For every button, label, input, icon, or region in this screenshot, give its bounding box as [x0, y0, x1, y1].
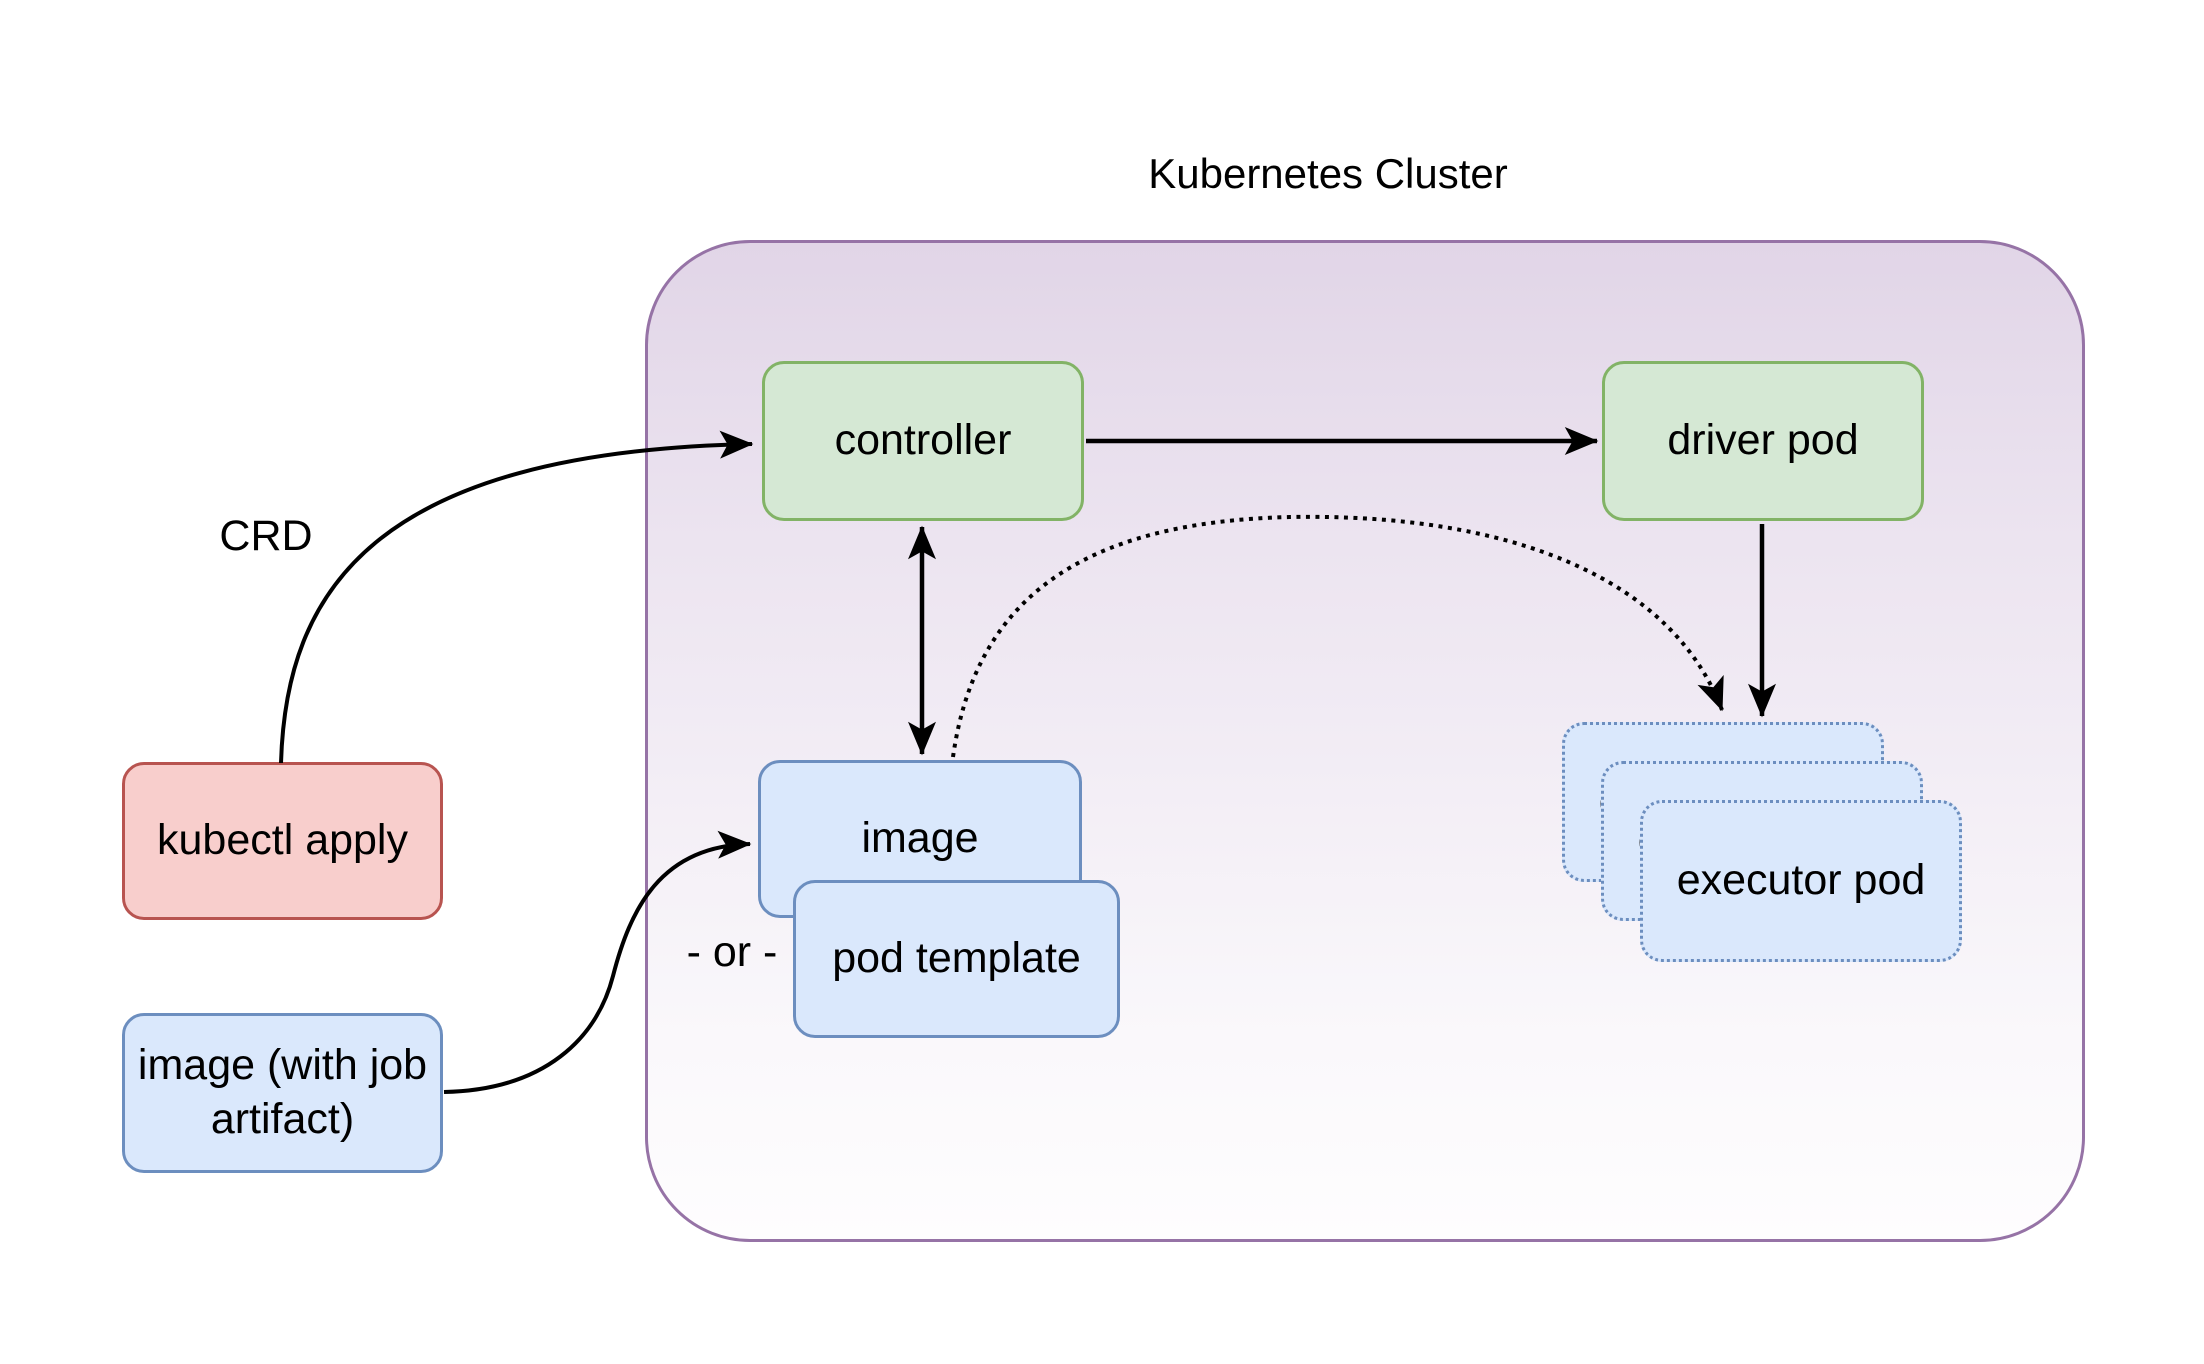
image-with-job-artifact-node: image (with job artifact)	[122, 1013, 443, 1173]
cluster-title: Kubernetes Cluster	[1148, 150, 1508, 197]
executor-pod-label: executor pod	[1676, 856, 1926, 905]
pod-template-node: pod template	[793, 880, 1120, 1038]
image-label: image	[861, 814, 979, 863]
kubectl-apply-node: kubectl apply	[122, 762, 443, 920]
driver-pod-node: driver pod	[1602, 361, 1924, 521]
driver-pod-label: driver pod	[1667, 416, 1859, 465]
executor-pod-node-front: executor pod	[1640, 800, 1962, 962]
crd-edge-label: CRD	[219, 512, 313, 560]
controller-node: controller	[762, 361, 1084, 521]
kubectl-apply-label: kubectl apply	[157, 816, 408, 865]
image-with-job-artifact-label: image (with job artifact)	[137, 1041, 428, 1143]
or-annotation: - or -	[686, 928, 778, 976]
controller-label: controller	[834, 416, 1012, 465]
pod-template-label: pod template	[832, 934, 1081, 983]
